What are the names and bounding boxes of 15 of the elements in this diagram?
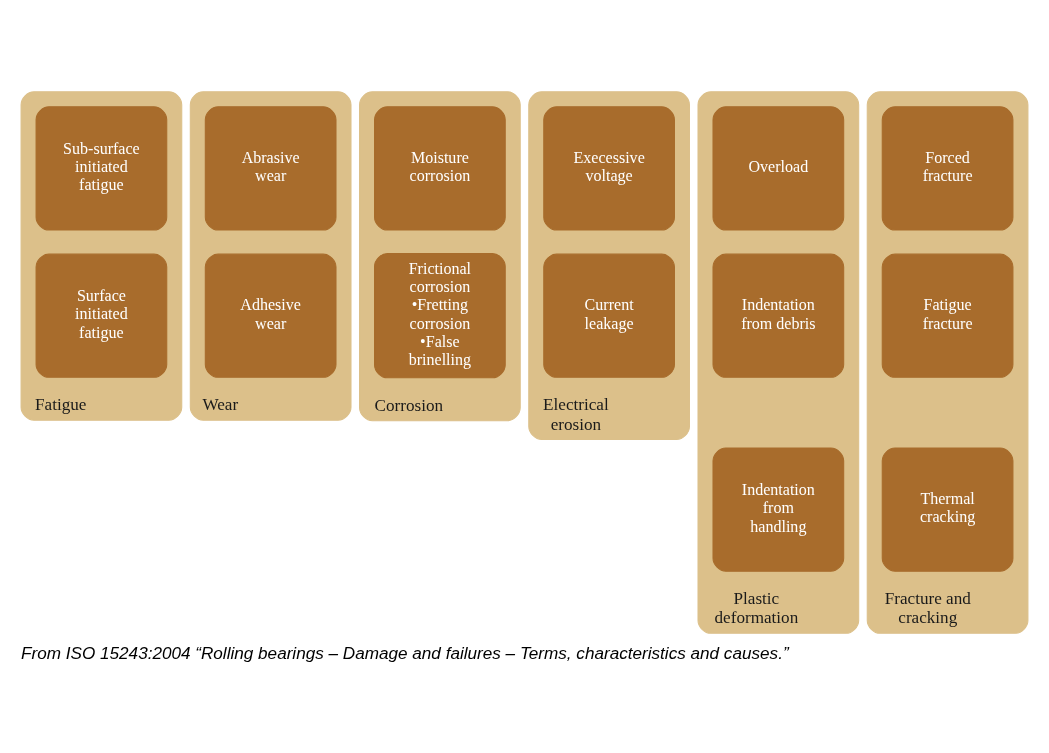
node-box: Abrasive wear [204,106,337,231]
node-box: Frictional corrosion •Fretting corrosion •False brinelling [374,253,506,379]
node-box: Fatigue fracture [881,253,1014,378]
node-box: Forced fracture [881,106,1014,231]
node-box: Thermal cracking [881,447,1014,572]
caption: From ISO 15243:2004 “Rolling bearings – Damage and failures – Terms, characteristics and causes.” [21,642,789,663]
node-box: Adhesive wear [204,253,337,378]
node-box: Indentation from debris [712,253,845,378]
node-box: Sub-surface initiated fatigue [35,106,168,231]
node-box: Overload [712,106,845,231]
node-box: Current leakage [543,253,675,378]
node-box: Surface initiated fatigue [35,253,168,378]
node-box: Execessive voltage [543,106,675,231]
node-box: Indentation from handling [712,447,845,572]
node-box: Moisture corrosion [374,106,506,231]
